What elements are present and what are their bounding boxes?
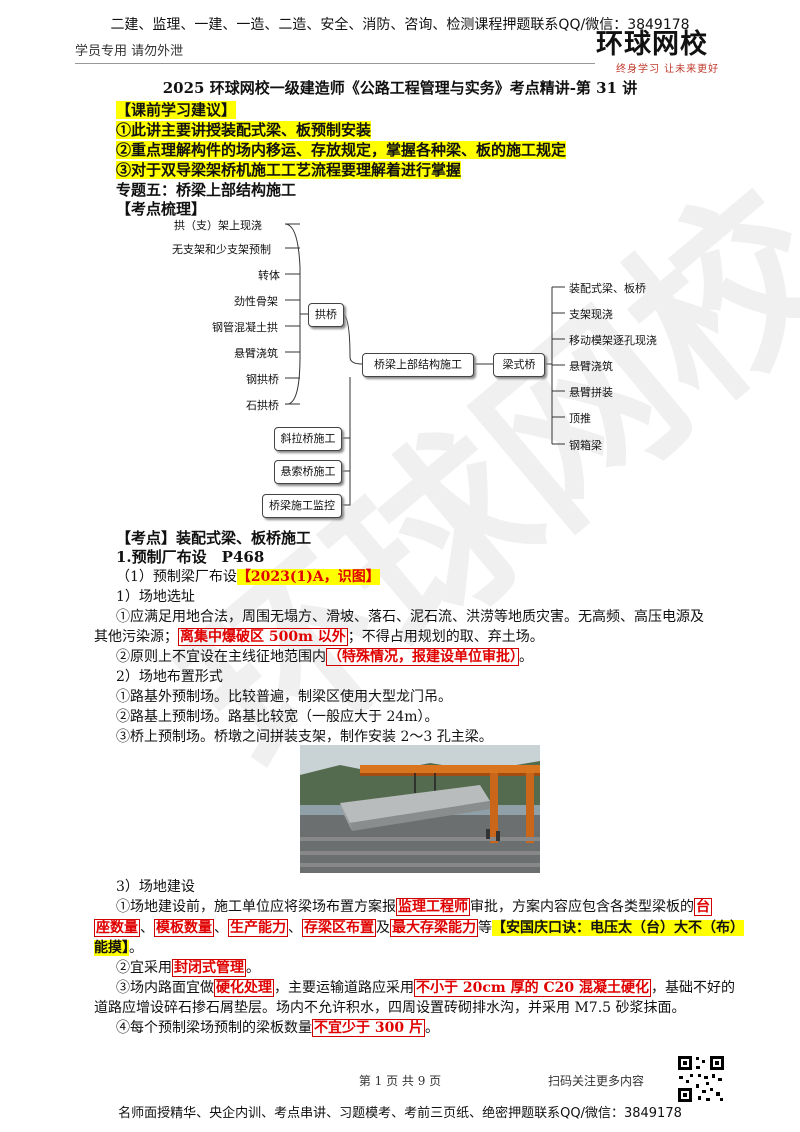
layout-item-1: ①路基外预制场。比较普遍，制梁区使用大型龙门吊。 [116, 689, 452, 705]
subsection-1: 1.预制厂布设 P468 [116, 548, 265, 566]
pre-study-heading: 【课前学习建议】 [116, 101, 237, 119]
build-p1-line1: ①场地建设前，施工单位应将梁场布置方案报监理工程师审批，方案内容应包含各类型梁板… [116, 898, 712, 916]
arch-item-5: 钢管混凝土拱 [212, 321, 278, 334]
page-number: 第 1 页 共 9 页 [358, 1074, 442, 1088]
beam-bridge-node: 梁式桥 [493, 353, 545, 377]
arch-item-7: 钢拱桥 [246, 373, 279, 386]
subsection-1-1: （1）预制梁厂布设【2023(1)A，识图】 [116, 569, 380, 585]
pre-study-item-3: ③对于双导梁架桥机施工工艺流程要理解着进行掌握 [116, 161, 462, 179]
arch-item-2: 无支架和少支架预制 [172, 243, 271, 256]
section-heading: 【考点】装配式梁、板桥施工 [116, 529, 312, 547]
build-p1-line3: 能摸】。 [94, 940, 143, 956]
cable-stayed-node: 斜拉桥施工 [274, 427, 342, 451]
suspension-node: 悬索桥施工 [274, 460, 342, 484]
build-p2: ②宜采用封闭式管理。 [116, 959, 260, 977]
pre-study-item-1: ①此讲主要讲授装配式梁、板预制安装 [116, 121, 372, 139]
site-select-heading: 1）场地选址 [116, 589, 195, 605]
site-select-p1-line1: ①应满足用地合法，周围无塌方、滑坡、落石、泥石流、洪涝等地质灾害。无高频、高压电… [116, 609, 704, 625]
logo-name: 环球网校 [596, 29, 708, 60]
header-divider [75, 63, 595, 64]
exam-tag: 【2023(1)A，识图】 [236, 569, 380, 585]
pre-study-item-2: ②重点理解构件的场内移运、存放规定，掌握各种梁、板的施工规定 [116, 141, 567, 159]
arch-item-6: 悬臂浇筑 [234, 347, 278, 360]
monitoring-node: 桥梁施工监控 [262, 494, 342, 518]
qr-code-icon [676, 1054, 726, 1104]
header-contact: 二建、监理、一建、一造、二造、安全、消防、咨询、检测课程押题联系QQ/微信：38… [110, 17, 690, 33]
build-p1-line2: 座数量、模板数量、生产能力、存梁区布置及最大存梁能力等【安国庆口诀：电压太（台）… [94, 919, 744, 937]
arch-item-4: 劲性骨架 [234, 295, 278, 308]
build-p4: ④每个预制梁场预制的梁板数量不宜少于 300 片。 [116, 1019, 439, 1037]
logo-slogan: 终身学习 让未来更好 [616, 64, 720, 75]
beam-item-5: 悬臂拼装 [569, 386, 613, 399]
topic-title: 专题五：桥梁上部结构施工 [116, 181, 297, 199]
beam-item-3: 移动模架逐孔现浇 [569, 334, 657, 347]
page-title: 2025 环球网校一级建造师《公路工程管理与实务》考点精讲-第 31 讲 [162, 79, 638, 97]
footer-contact: 名师面授精华、央企内训、考点串讲、习题模考、考前三页纸、绝密押题联系QQ/微信：… [118, 1106, 682, 1121]
site-select-p1-line2: 其他污染源；离集中爆破区 500m 以外；不得占用规划的取、弃土场。 [94, 628, 544, 646]
outline-heading: 【考点梳理】 [116, 200, 207, 218]
arch-item-1: 拱（支）架上现浇 [174, 219, 262, 232]
build-heading: 3）场地建设 [116, 879, 195, 895]
header-left-label: 学员专用 请勿外泄 [75, 44, 184, 59]
mindmap: 拱（支）架上现浇 无支架和少支架预制 转体 劲性骨架 钢管混凝土拱 悬臂浇筑 钢… [150, 207, 710, 527]
qr-label: 扫码关注更多内容 [548, 1074, 645, 1088]
arch-item-3: 转体 [258, 269, 280, 282]
beam-item-6: 顶推 [569, 412, 591, 425]
layout-heading: 2）场地布置形式 [116, 669, 223, 685]
beam-item-7: 钢箱梁 [569, 439, 602, 452]
root-node: 桥梁上部结构施工 [362, 353, 474, 377]
layout-item-2: ②路基上预制场。路基比较宽（一般应大于 24m）。 [116, 709, 439, 725]
logo: 环球网校 终身学习 让未来更好 [596, 30, 731, 80]
beam-item-2: 支架现浇 [569, 308, 613, 321]
build-p3-line2: 道路应增设碎石掺石屑垫层。场内不允许积水，四周设置砖砌排水沟，并采用 M7.5 … [94, 1000, 686, 1016]
precast-yard-photo [300, 745, 540, 873]
arch-bridge-node: 拱桥 [308, 303, 344, 327]
arch-item-8: 石拱桥 [246, 399, 279, 412]
site-select-p2: ②原则上不宜设在主线征地范围内（特殊情况，报建设单位审批）。 [116, 648, 533, 666]
beam-item-4: 悬臂浇筑 [569, 360, 613, 373]
beam-item-1: 装配式梁、板桥 [569, 282, 646, 295]
layout-item-3: ③桥上预制场。桥墩之间拼装支架，制作安装 2～3 孔主梁。 [116, 729, 493, 745]
build-p3-line1: ③场内路面宜做硬化处理，主要运输道路应采用不小于 20cm 厚的 C20 混凝土… [116, 979, 735, 997]
